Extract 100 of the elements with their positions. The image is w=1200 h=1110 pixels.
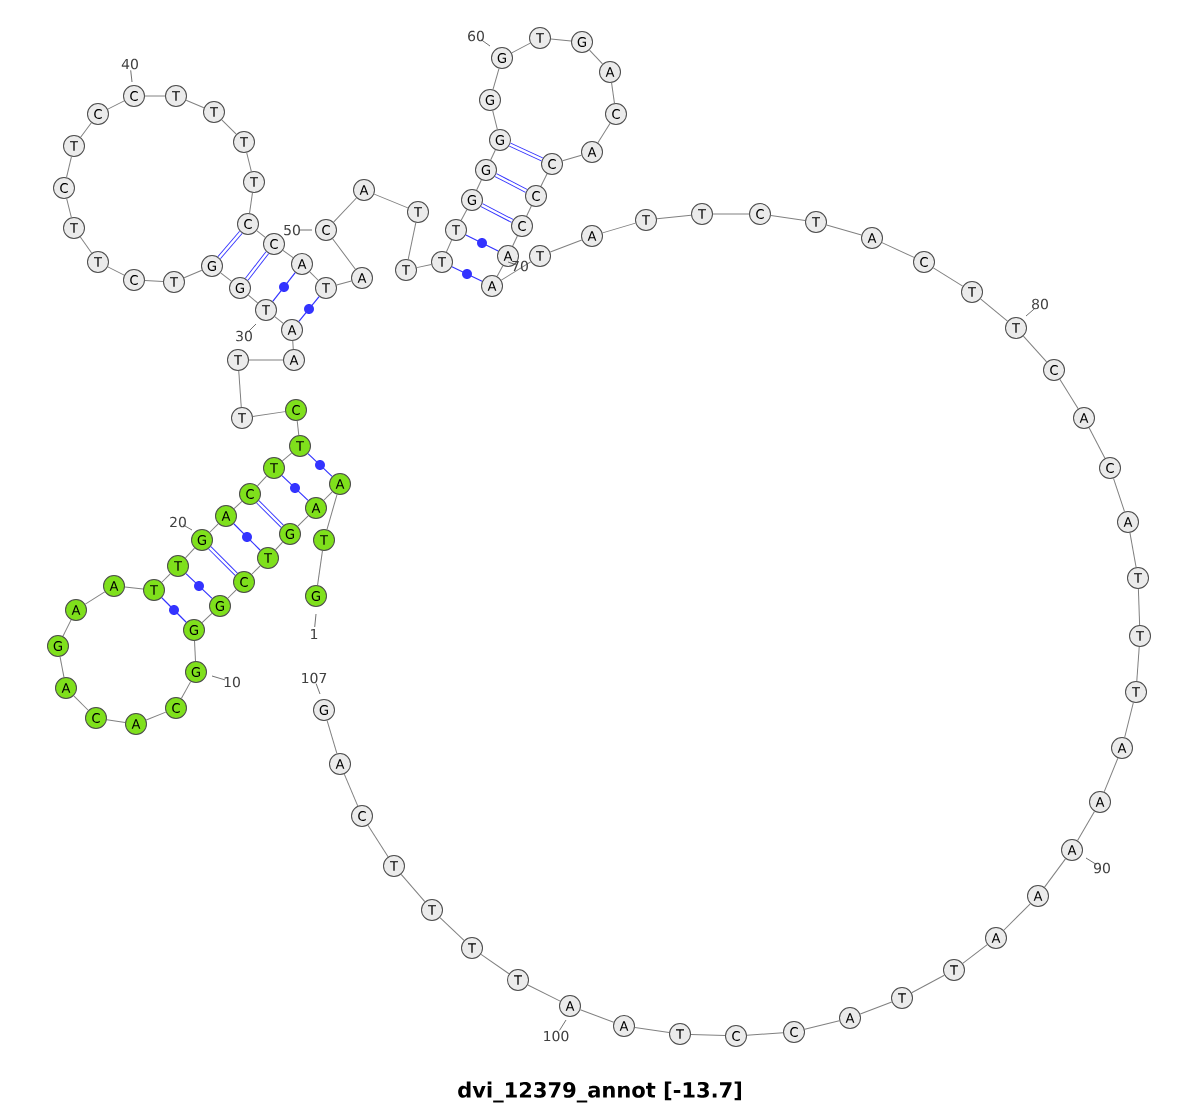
base-pair-line (307, 452, 333, 478)
backbone-line (252, 411, 286, 417)
backbone-line (527, 984, 561, 1002)
backbone-line (326, 494, 338, 530)
backbone-line (79, 236, 93, 254)
backbone-line (274, 541, 284, 551)
backbone-line (460, 209, 468, 221)
backbone-line (251, 565, 261, 575)
backbone-line (496, 265, 504, 277)
backbone-line (246, 152, 252, 172)
backbone-line (296, 420, 300, 436)
backbone-line (66, 156, 72, 178)
backbone-line (634, 1027, 670, 1033)
backbone-line (124, 586, 144, 590)
backbone-line (526, 205, 532, 217)
backbone-line (511, 42, 531, 54)
base-pair-line (233, 523, 261, 551)
backbone-line (297, 515, 309, 527)
backbone-line (1137, 588, 1141, 626)
backbone-line (274, 316, 284, 324)
backbone-line (281, 452, 293, 462)
backbone-line (439, 917, 465, 941)
backbone-line (227, 589, 237, 599)
backbone-line (238, 370, 242, 408)
backbone-line (500, 261, 532, 281)
backbone-line (1129, 532, 1137, 568)
base-pair-line (465, 234, 499, 252)
backbone-line (770, 215, 806, 221)
base-pair-line (272, 272, 296, 302)
base-pair-line (298, 295, 320, 323)
backbone-line (336, 280, 352, 286)
backbone-line (400, 873, 426, 903)
backbone-line (59, 656, 65, 678)
backbone-line (248, 359, 284, 361)
backbone-line (233, 500, 243, 510)
backbone-line (373, 193, 409, 209)
backbone-line (480, 953, 510, 975)
backbone-line (144, 280, 164, 282)
base-pair-line (480, 203, 514, 223)
backbone-line (184, 547, 196, 559)
backbone-line (309, 271, 319, 281)
backbone-line (107, 100, 125, 110)
backbone-line (597, 122, 611, 144)
backbone-line (343, 773, 359, 807)
backbone-line (256, 475, 268, 487)
backbone-line (804, 1020, 840, 1030)
backbone-line (550, 38, 572, 42)
backbone-line (1003, 903, 1031, 931)
backbone-line (62, 619, 72, 637)
backbone-line (247, 294, 259, 304)
backbone-line (220, 272, 232, 282)
backbone-line (562, 154, 582, 162)
backbone-line (859, 1001, 893, 1015)
base-pair-line (509, 142, 543, 162)
backbone-line (209, 523, 219, 533)
base-pair-line (281, 475, 309, 502)
base-pair-line (494, 173, 528, 193)
backbone-line (1103, 757, 1119, 793)
backbone-line (416, 263, 432, 269)
base-pair-line (217, 231, 243, 260)
backbone-line (492, 110, 498, 130)
backbone-line (326, 720, 338, 754)
backbone-line (407, 222, 417, 260)
backbone-line (66, 198, 72, 218)
backbone-line (201, 612, 213, 624)
backbone-line (145, 711, 167, 721)
backbone-line (332, 238, 356, 270)
backbone-line (881, 242, 915, 258)
backbone-line (183, 269, 203, 279)
backbone-line (512, 235, 518, 247)
backbone-line (1136, 646, 1140, 682)
backbone-line (106, 719, 126, 723)
backbone-line (107, 266, 125, 276)
backbone-line (1059, 378, 1079, 410)
backbone-line (367, 824, 389, 858)
backbone-line (194, 640, 196, 662)
backbone-line (144, 95, 166, 97)
backbone-line (221, 119, 237, 135)
backbone-line (476, 179, 482, 191)
backbone-line (161, 573, 171, 583)
backbone-line (1124, 702, 1134, 738)
backbone-line (826, 224, 862, 236)
backbone-line (80, 122, 92, 138)
backbone-line (549, 239, 583, 253)
base-pair-line (208, 546, 238, 576)
backbone-line (589, 49, 603, 65)
backbone-line (185, 99, 205, 109)
base-pair-line (256, 500, 284, 528)
backbone-line (73, 695, 89, 711)
backbone-line (1088, 427, 1106, 459)
backbone-line (84, 591, 106, 605)
backbone-line (690, 1033, 726, 1037)
backbone-line (980, 298, 1008, 322)
backbone-line (490, 149, 496, 161)
backbone-line (932, 267, 964, 287)
backbone-line (746, 1032, 784, 1036)
backbone-line (445, 239, 453, 253)
backbone-line (540, 173, 548, 187)
backbone-line (256, 230, 266, 238)
backbone-line (492, 68, 500, 90)
